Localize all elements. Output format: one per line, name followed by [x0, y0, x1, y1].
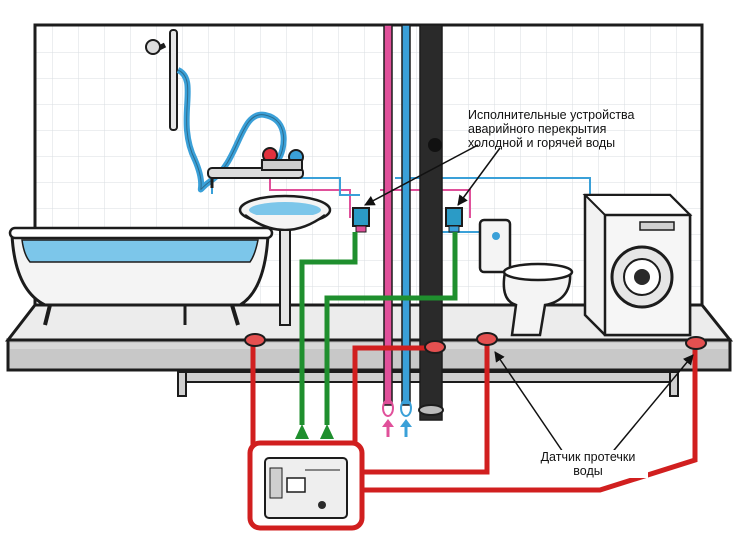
- cold-water-riser: [401, 24, 411, 406]
- controller-icon: [247, 440, 365, 531]
- annotation-arrows: [364, 144, 694, 456]
- label-line: аварийного перекрытия: [468, 122, 607, 136]
- valve-control-cables: [299, 232, 458, 425]
- leak-sensor-icon: [244, 332, 707, 354]
- hot-water-riser: [383, 24, 393, 406]
- leak-sensor-label: Датчик протечки воды: [528, 450, 648, 478]
- toilet-icon: [478, 218, 574, 337]
- sewer-riser: [419, 24, 443, 421]
- label-line: Исполнительные устройства: [468, 108, 635, 122]
- sink-icon: [238, 194, 332, 326]
- label-line: воды: [573, 464, 603, 478]
- riser-clamp: [428, 138, 442, 152]
- washing-machine-icon: [582, 193, 693, 337]
- valve-actuators-label: Исполнительные устройства аварийного пер…: [468, 108, 673, 150]
- risers: [382, 24, 444, 437]
- mixer-tap-icon: [207, 147, 304, 194]
- label-line: Датчик протечки: [540, 450, 636, 464]
- bathtub-icon: [8, 226, 274, 326]
- label-line: холодной и горячей воды: [468, 136, 616, 150]
